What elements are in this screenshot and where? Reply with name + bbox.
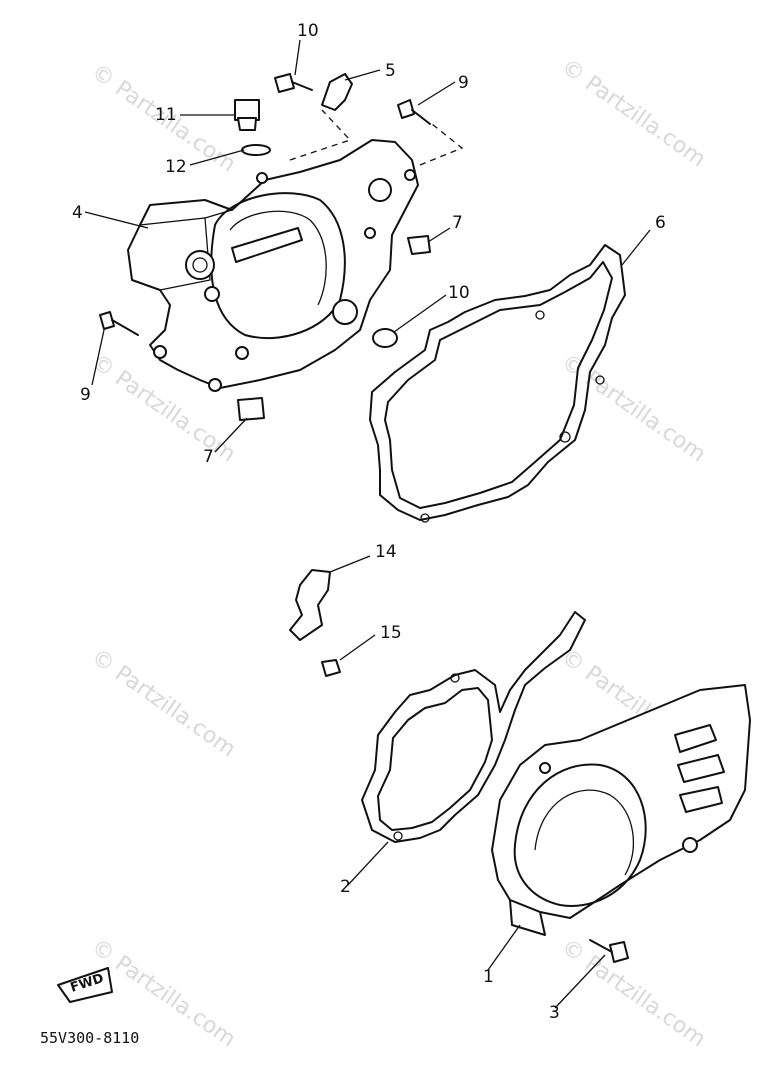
- callout-labels: 10 5 9 11 12 4 7 6 10 9 7 14 15 2 1 3: [72, 21, 666, 1023]
- callout-label: 15: [380, 623, 402, 643]
- watermark: © Partzilla.com: [87, 644, 240, 762]
- gasket-part-2: [361, 611, 586, 843]
- callout-label: 7: [203, 447, 214, 467]
- callout-label: 14: [375, 542, 397, 562]
- callout-label: 6: [655, 213, 666, 233]
- callout-label: 1: [483, 967, 494, 987]
- callout-label: 9: [458, 73, 469, 93]
- crankcase-cover-part-4: [127, 139, 419, 392]
- callout-label: 12: [165, 157, 187, 177]
- callout-label: 9: [80, 385, 91, 405]
- callout-label: 10: [448, 283, 470, 303]
- watermark: © Partzilla.com: [557, 349, 710, 467]
- diagram-code: 55V300-8110: [40, 1029, 139, 1047]
- callout-label: 5: [385, 61, 396, 81]
- callout-label: 2: [340, 877, 351, 897]
- callout-label: 3: [549, 1003, 560, 1023]
- leader-lines: [84, 39, 651, 1009]
- watermark: © Partzilla.com: [557, 934, 710, 1052]
- callout-label: 11: [155, 105, 177, 125]
- watermark: © Partzilla.com: [557, 54, 710, 172]
- callout-label: 4: [72, 203, 83, 223]
- gasket-part-6: [369, 244, 626, 523]
- callout-label: 10: [297, 21, 319, 41]
- crankcase-cover-part-1: [491, 684, 751, 936]
- forward-arrow: FWD: [57, 967, 113, 1003]
- small-parts: [99, 73, 629, 963]
- callout-label: 7: [452, 213, 463, 233]
